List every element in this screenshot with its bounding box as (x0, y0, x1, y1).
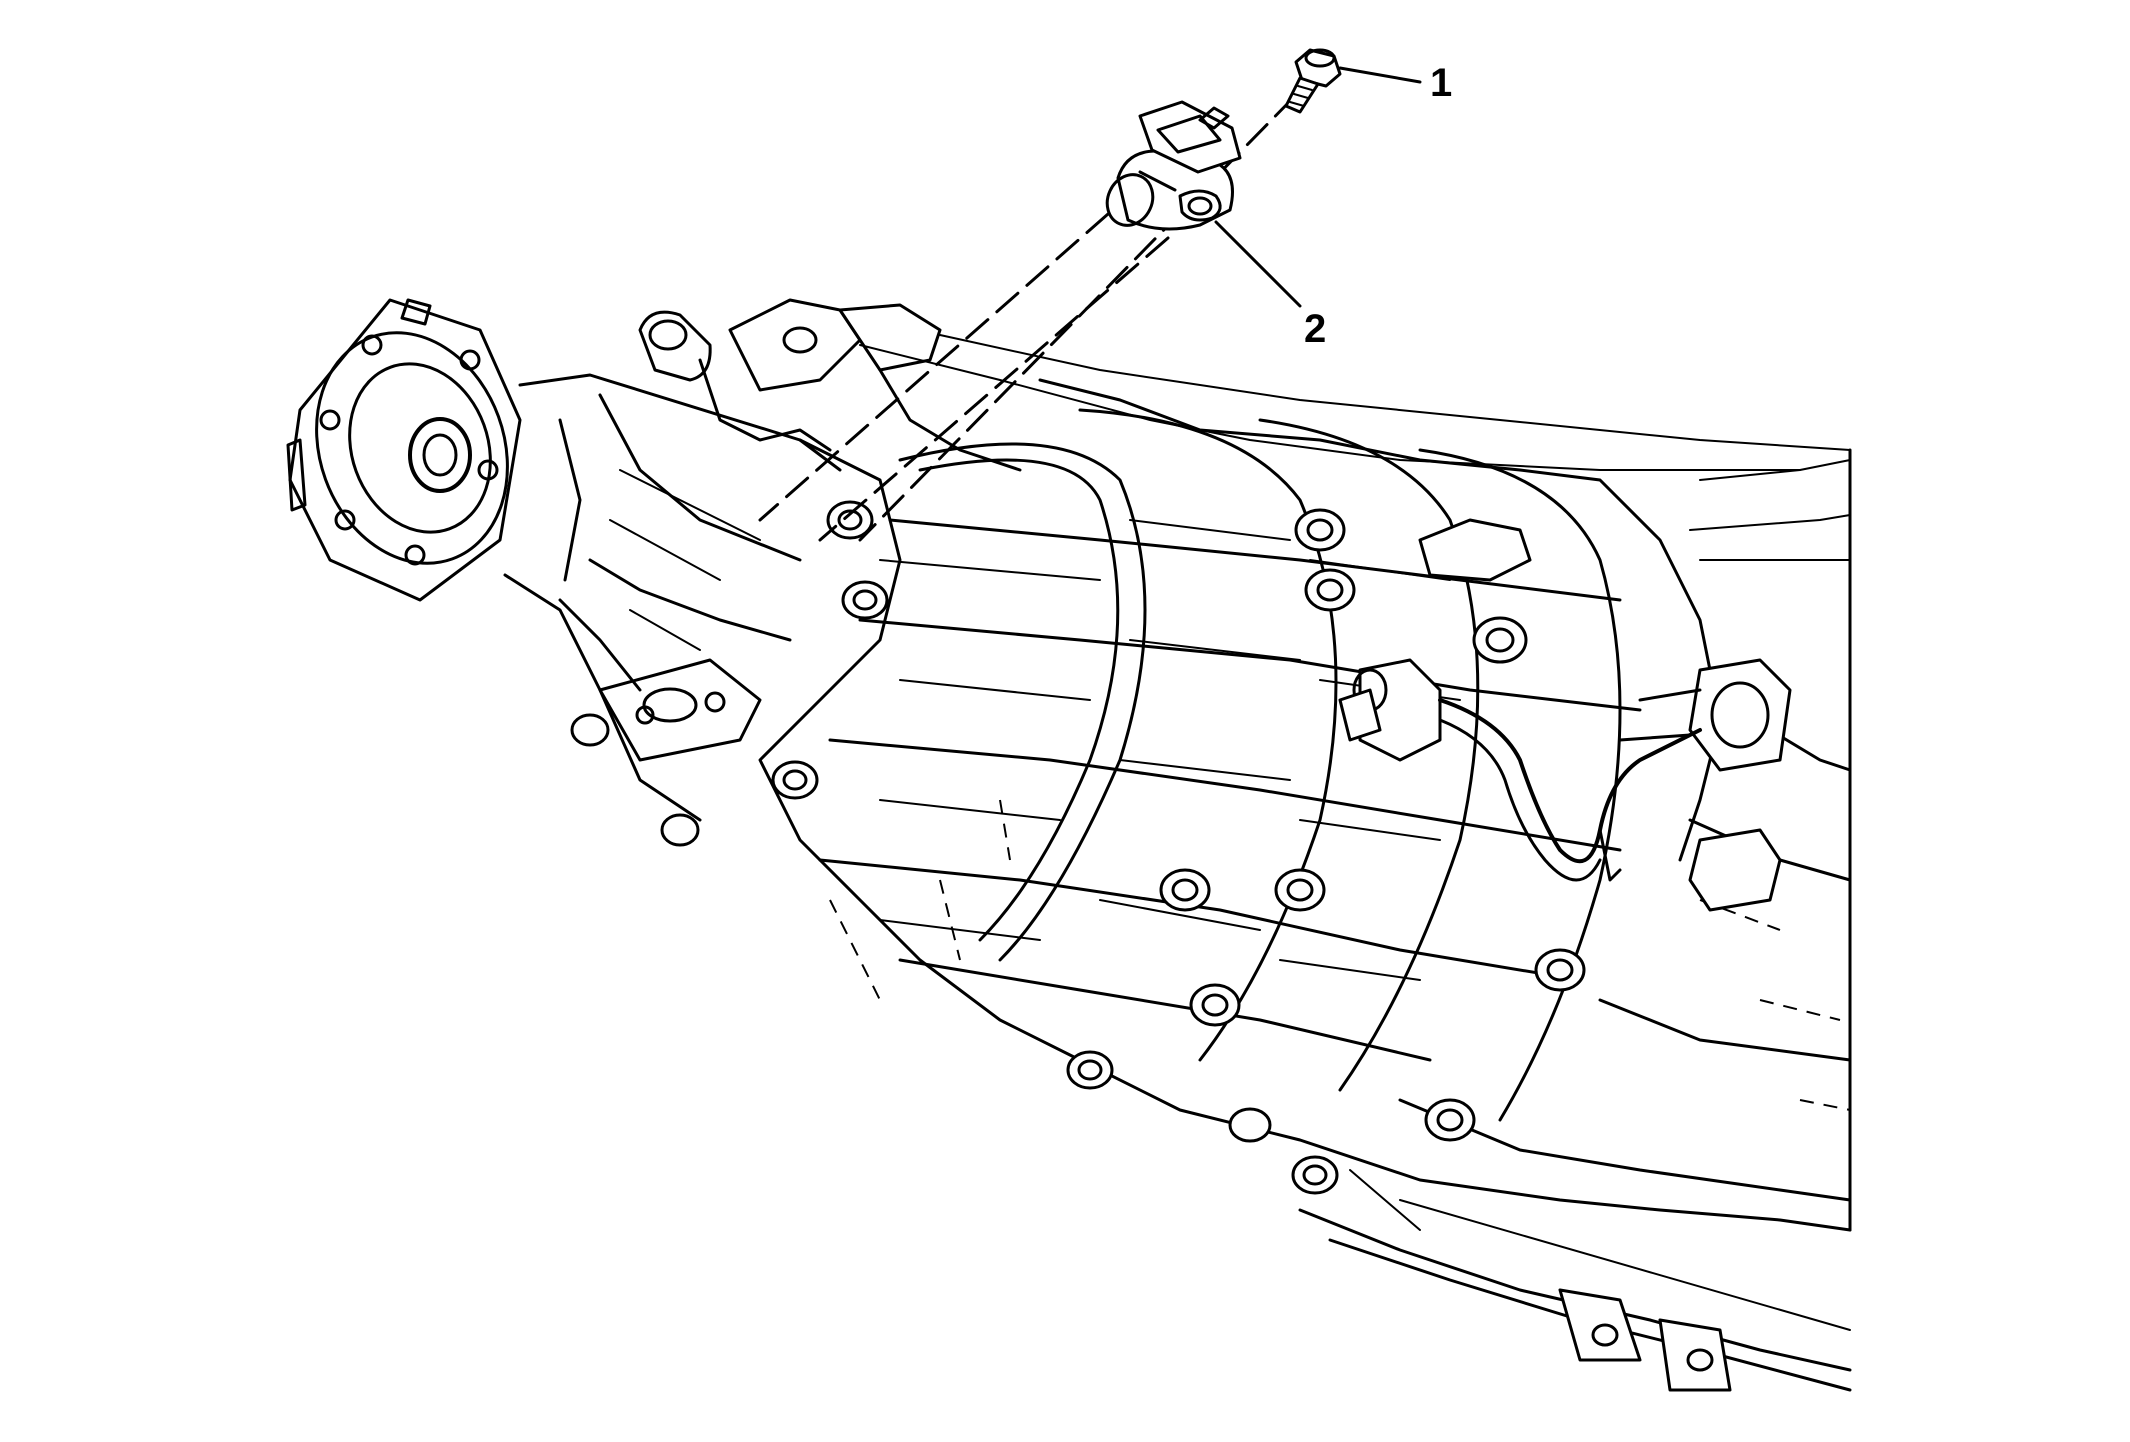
ribbed-case-section (818, 408, 1851, 1122)
rear-housing (1418, 518, 1792, 912)
callout-2: 2 (1214, 220, 1326, 351)
callout-1: 1 (1338, 61, 1452, 105)
output-flange (286, 298, 522, 602)
callout-1-label: 1 (1430, 61, 1452, 105)
oil-pan (1298, 1169, 1852, 1392)
exploded-bolt (1284, 48, 1342, 114)
installed-sensor-harness (1338, 658, 1702, 882)
extension-housing (503, 373, 842, 822)
callout-2-label: 2 (1304, 307, 1326, 351)
upper-bosses (638, 298, 1851, 472)
case-bolt-bosses (570, 500, 1586, 1195)
exploded-sensor (758, 94, 1297, 542)
